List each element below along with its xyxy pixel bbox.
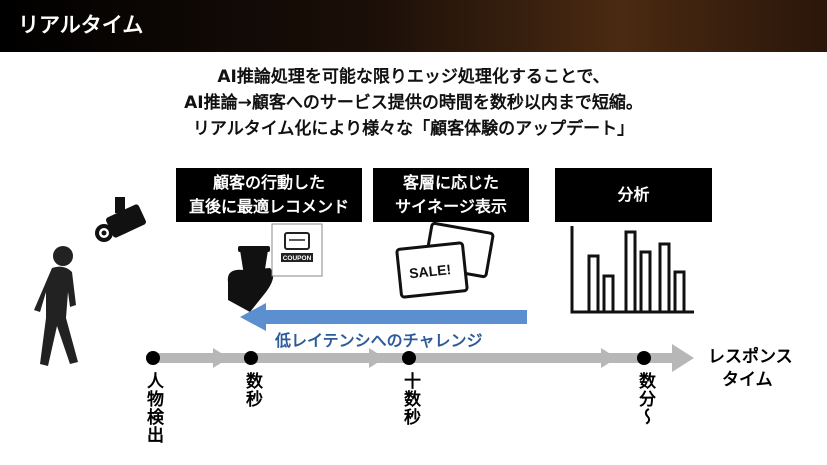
timeline-chevron [213,348,229,368]
stage-label-minutes: 数分〜 [635,372,655,426]
headline-line-3: リアルタイム化により様々な「顧客体験のアップデート」 [192,119,635,139]
challenge-label: 低レイテンシへのチャレンジ [275,331,483,350]
sale-signage-icon: SALE! [395,221,495,299]
headline: AI推論処理を可能な限りエッジ処理化することで、 AI推論→顧客へのサービス提供… [0,64,827,142]
analysis-label: 分析 [617,185,650,204]
analysis-box: 分析 [555,168,712,222]
timeline-dot [402,351,416,365]
header-title: リアルタイム [18,13,144,37]
signage-line-1: 客層に応じた [402,173,499,192]
timeline [146,344,694,372]
headline-line-1: AI推論処理を可能な限りエッジ処理化することで、 [217,67,610,87]
recommend-line-1: 顧客の行動した [212,173,325,192]
stage-label-detection: 人物検出 [143,372,163,444]
response-time-line-1: レスポンス [708,347,793,367]
timeline-dot [146,351,160,365]
sale-label: SALE! [408,261,451,281]
header-bar: リアルタイム [0,0,827,52]
recommend-box: 顧客の行動した 直後に最適レコメンド [176,168,362,222]
stage-label-seconds: 数秒 [242,372,262,408]
timeline-dot [637,351,651,365]
headline-line-2: AI推論→顧客へのサービス提供の時間を数秒以内まで短縮。 [184,93,643,113]
response-time-label: レスポンス タイム [708,346,793,392]
timeline-end-arrow [672,344,694,372]
signage-line-2: サイネージ表示 [395,197,507,216]
security-camera-icon [95,197,146,242]
stage-label-ten-seconds: 十数秒 [400,372,420,426]
challenge-arrow [240,303,527,331]
walking-person-icon [34,246,78,366]
coupon-label: COUPON [283,255,312,262]
hand-cup-icon [227,246,274,312]
timeline-chevron [601,348,617,368]
coupon-icon: COUPON [271,223,323,277]
analysis-chart-icon [570,226,694,314]
response-time-line-2: タイム [722,370,773,390]
recommend-line-2: 直後に最適レコメンド [188,197,349,216]
timeline-dot [244,351,258,365]
timeline-chevron [369,348,385,368]
signage-box: 客層に応じた サイネージ表示 [373,168,529,222]
